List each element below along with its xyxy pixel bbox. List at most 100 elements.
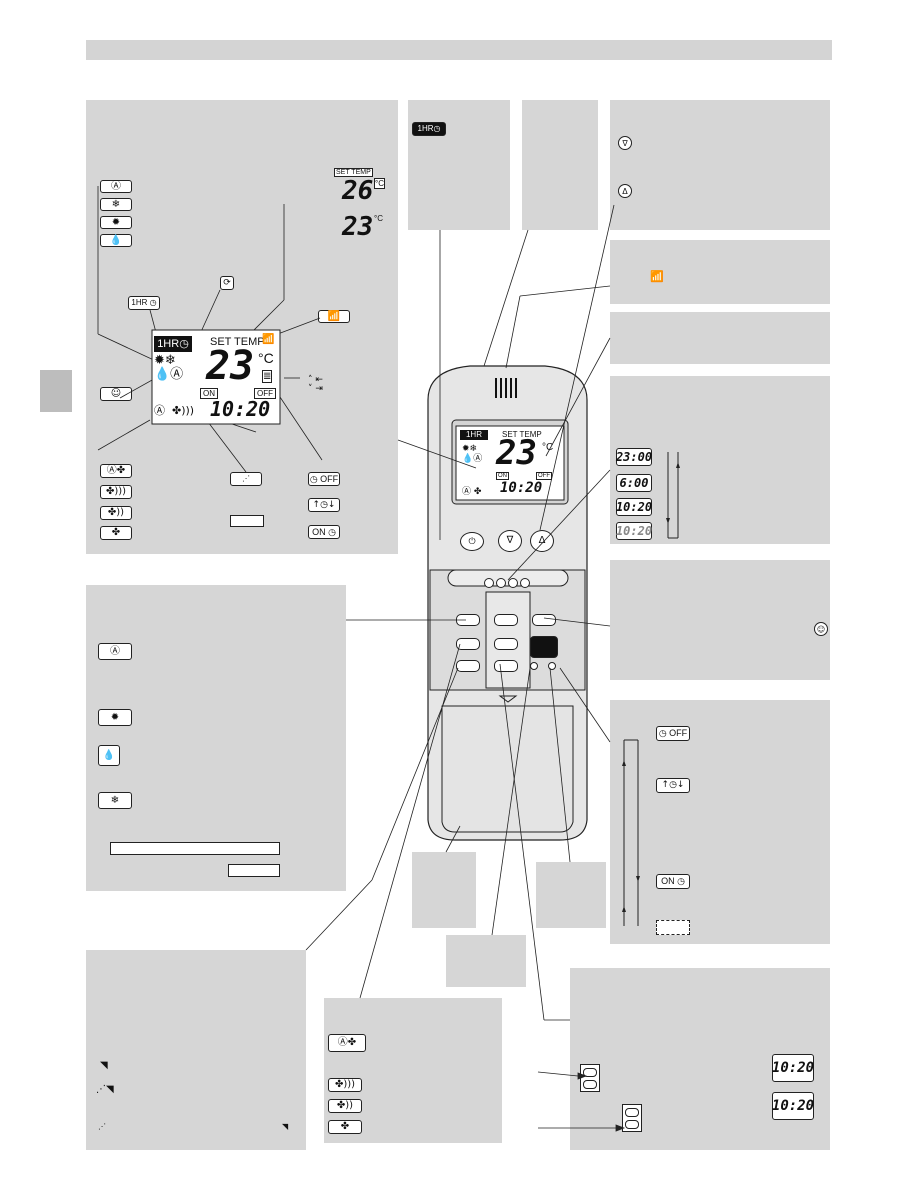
swing-button[interactable] <box>494 614 518 626</box>
auto-fan-button-icon: Ⓐ✤ <box>328 1034 366 1052</box>
panel-lcd-off: OFF <box>254 388 276 399</box>
timer-display-2: 6:00 <box>616 474 652 492</box>
set-temp-label: SET TEMP <box>334 168 373 177</box>
set-temp-unit: °C <box>374 178 385 189</box>
cool-mode-button-icon: ❄ <box>98 792 132 809</box>
lcd-temp-value: 23 <box>496 433 537 473</box>
vane-swing-small-icon: ⋰◥ <box>96 1084 114 1095</box>
lcd-temp-unit: °C <box>542 442 554 453</box>
lcd-on-label: ON <box>496 472 509 480</box>
temp-down-button[interactable]: ∇ <box>498 530 522 552</box>
mode-indicator-panel <box>610 312 830 364</box>
note-box-1 <box>110 842 280 855</box>
signal-panel-narrow <box>522 100 598 230</box>
panel-lcd-fan: Ⓐ ✤))) <box>154 404 195 417</box>
swing-icon: ⟳ <box>220 276 234 290</box>
clock-button-pair-1 <box>580 1064 600 1092</box>
auto-mode-icon: Ⓐ <box>100 180 132 193</box>
timer-display-1: 23:00 <box>615 448 653 466</box>
vane-swing-icon: ⋰ <box>230 472 262 486</box>
timer-on-icon: ON ◷ <box>308 525 340 539</box>
temp-up-icon: Δ <box>618 184 632 198</box>
mode-select-panel: Ⓐ ✹ 💧 ❄ <box>86 585 346 891</box>
lcd-clock: 10:20 <box>500 480 543 496</box>
vane-partial-icon: ⋰ <box>98 1122 106 1131</box>
timer-program-button-icon: ↑◷↓ <box>656 778 690 793</box>
vane-panel: ◥ ⋰◥ ⋰ ◥ <box>86 950 306 1150</box>
clock-set-panel: 10:20 10:20 <box>570 968 830 1150</box>
panel-lcd-filter-icon: ≣ <box>262 370 273 383</box>
lcd-fan-icon: Ⓐ ✤ <box>462 487 482 497</box>
fan-high-icon: ✤))) <box>100 485 132 499</box>
lcd-one-hour: 1HR <box>460 430 488 440</box>
signal-icon: 📶 <box>318 310 350 323</box>
lcd-mode-icons: ✹❄💧Ⓐ <box>462 444 483 464</box>
clock-display-2: 10:20 <box>772 1092 814 1120</box>
signal-wave-icon: 📶 <box>650 270 664 283</box>
timer-program-icon: ↑◷↓ <box>308 498 340 512</box>
room-temp-value: 23 <box>342 212 374 242</box>
timer-display-3: 10:20 <box>615 498 653 516</box>
sleep-mode-icon: ☺ <box>100 387 132 401</box>
fan-medium-icon: ✤)) <box>100 506 132 520</box>
one-hour-icon: 1HR◷ <box>412 122 446 136</box>
fan-low-icon: ✤ <box>100 526 132 540</box>
clock-display-1: 10:20 <box>772 1054 814 1082</box>
timer-sequence-panel: ◷ OFF ↑◷↓ ON ◷ <box>610 700 830 944</box>
heat-mode-button-icon: ✹ <box>98 709 132 726</box>
clock-button[interactable] <box>494 660 518 672</box>
lcd-off-label: OFF <box>536 472 552 480</box>
fan-button[interactable] <box>456 638 480 650</box>
panel-lcd-mode-icons: ✹❄💧Ⓐ <box>154 353 184 382</box>
fan-high-button-icon: ✤))) <box>328 1078 362 1092</box>
fan-medium-button-icon: ✤)) <box>328 1099 362 1113</box>
panel-lcd-one-hour: 1HR◷ <box>154 336 192 352</box>
one-hour-panel: 1HR◷ <box>408 100 510 230</box>
timer-cycle-arrows <box>666 452 680 539</box>
vane-end-icon: ◥ <box>282 1122 289 1131</box>
timer-display-4: 10:20 <box>615 522 653 540</box>
timer-sequence-arrows <box>622 739 640 926</box>
timer-cancel-box <box>656 920 690 935</box>
timer-button-2[interactable] <box>496 578 506 588</box>
vane-button[interactable] <box>456 660 480 672</box>
fan-low-button-icon: ✤ <box>328 1120 362 1134</box>
heat-mode-icon: ✹ <box>100 216 132 229</box>
panel-lcd-on: ON <box>200 388 218 399</box>
timer-button-4[interactable] <box>520 578 530 588</box>
power-button[interactable]: ⏻ <box>460 532 484 551</box>
room-temp-unit: °C <box>374 214 383 223</box>
panel-lcd-unit: °C <box>258 350 274 366</box>
display-panel: Ⓐ ❄ ✹ 💧 SET TEMP 26 °C 23 °C ⟳ 1HR ◷ 📶 ☺… <box>86 100 398 554</box>
panel-lcd-temp: 23 <box>206 343 255 389</box>
section-tab <box>40 370 72 412</box>
dry-mode-button-icon: 💧 <box>98 745 120 766</box>
reset-button[interactable] <box>530 662 538 670</box>
temp-buttons-panel: ∇ Δ <box>610 100 830 230</box>
battery-panel <box>412 852 476 928</box>
cool-mode-icon: ❄ <box>100 198 132 211</box>
signal-panel: 📶 <box>610 240 830 304</box>
dry-mode-icon: 💧 <box>100 234 132 247</box>
timer-button-1[interactable] <box>484 578 494 588</box>
temp-up-button[interactable]: Δ <box>530 530 554 552</box>
auto-fan-icon: Ⓐ✤ <box>100 464 132 478</box>
one-hour-button[interactable] <box>530 636 558 658</box>
one-hour-timer-icon: 1HR ◷ <box>128 296 160 310</box>
sleep-button[interactable] <box>532 614 556 626</box>
panel-lcd-signal-icon: 📶 <box>262 334 275 345</box>
timer-off-button-icon: ◷ OFF <box>656 726 690 741</box>
timer-off-icon: ◷ OFF <box>308 472 340 486</box>
lcd-set-temp-label: SET TEMP <box>502 430 542 439</box>
sleep-panel: ☺ <box>610 560 830 680</box>
acl-button[interactable] <box>548 662 556 670</box>
timer-button-3[interactable] <box>508 578 518 588</box>
filter-indicator-icon: ˄ ⇤˅ ⇥ <box>308 375 323 394</box>
reset-panel <box>446 935 526 987</box>
time-button[interactable] <box>494 638 518 650</box>
auto-mode-button-icon: Ⓐ <box>98 643 132 660</box>
header-bar <box>86 40 832 60</box>
fan-speed-panel: Ⓐ✤ ✤))) ✤)) ✤ <box>324 998 502 1143</box>
panel-lcd-clock: 10:20 <box>210 397 271 421</box>
